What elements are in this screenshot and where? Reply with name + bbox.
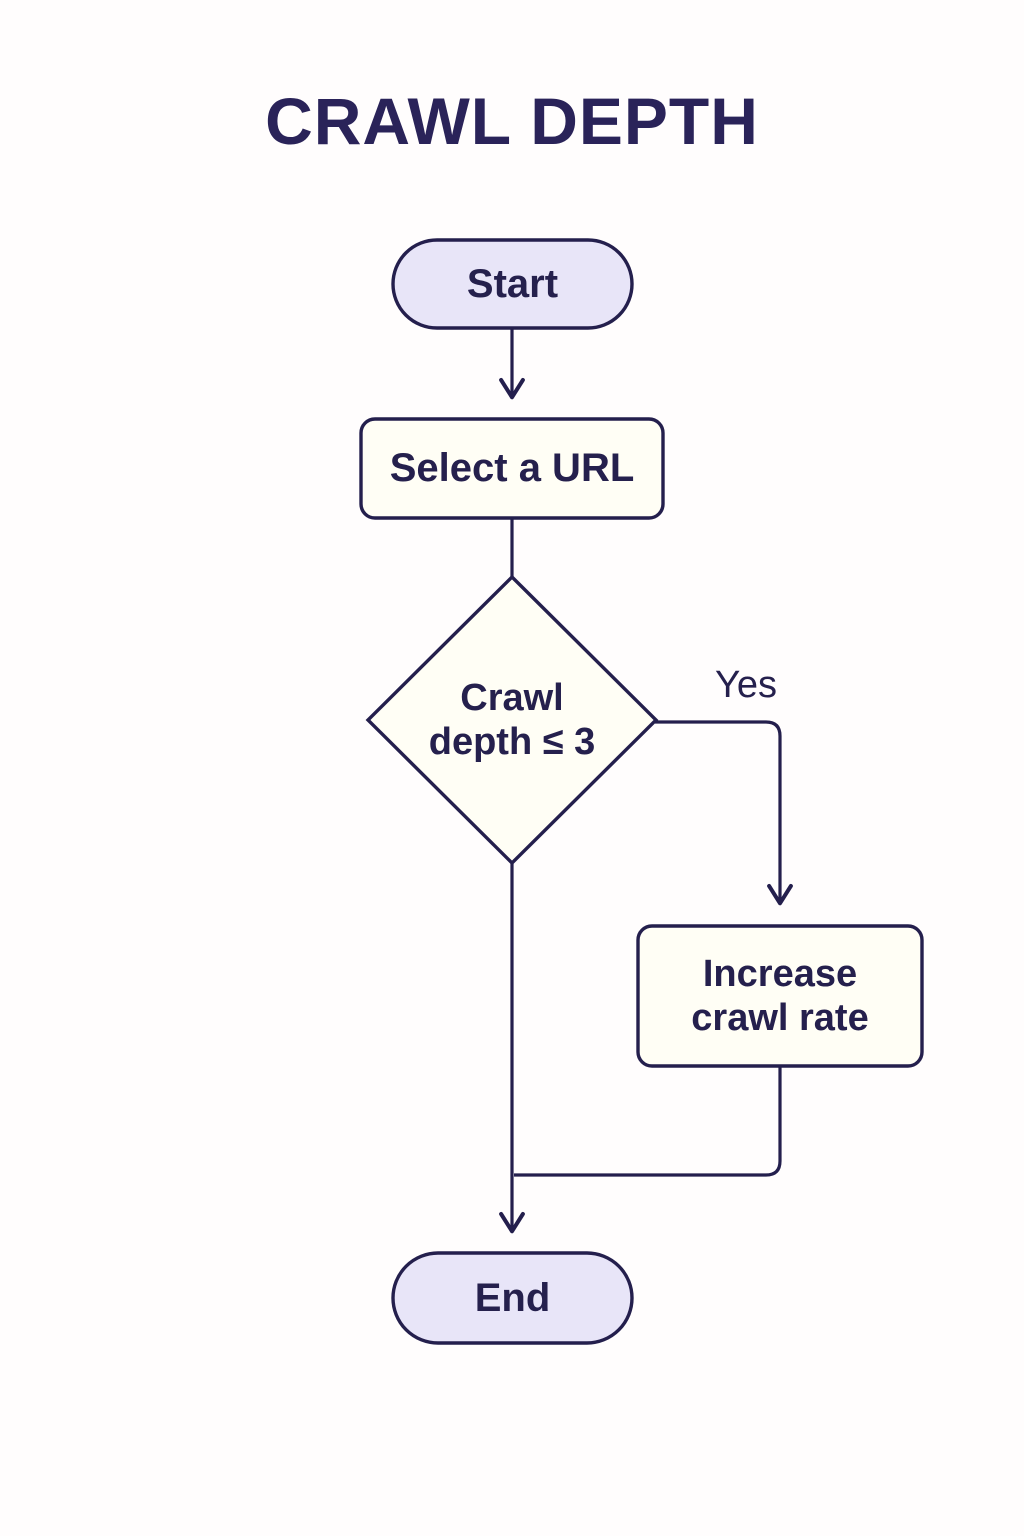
node-increase-crawl-rate[interactable]: [636, 924, 924, 1068]
node-start[interactable]: [391, 238, 634, 330]
edge-increase-rate-to-end: [514, 1066, 782, 1177]
edge-decision-yes-to-increase-rate: [655, 720, 780, 902]
node-end[interactable]: [391, 1251, 634, 1345]
node-decision-crawl-depth[interactable]: [365, 574, 659, 866]
node-select-url[interactable]: [359, 417, 665, 520]
page-title: CRAWL DEPTH: [265, 84, 759, 158]
